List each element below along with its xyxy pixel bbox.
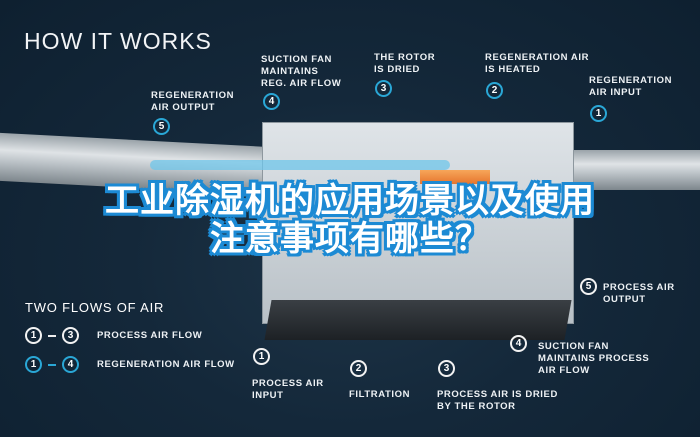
legend: TWO FLOWS OF AIR 1 3 PROCESS AIR FLOW 1 … — [25, 300, 235, 373]
badge-2-top: 2 — [486, 82, 503, 99]
badge-3-bottom: 3 — [438, 360, 455, 377]
badge-5-top: 5 — [153, 118, 170, 135]
callout-text-rotor-dried: THE ROTOR IS DRIED — [374, 52, 436, 75]
dehumidifier-unit — [262, 122, 574, 324]
badge-2-bottom: 2 — [350, 360, 367, 377]
overlay-title: 工业除湿机的应用场景以及使用注意事项有哪些？ — [105, 182, 595, 258]
airflow-stream — [150, 160, 450, 170]
badge-4-bottom: 4 — [510, 335, 527, 352]
callout-text-reg-input: REGENERATION AIR INPUT — [589, 75, 673, 98]
legend-badge-from: 1 — [25, 356, 42, 373]
badge-5-bottom: 5 — [580, 278, 597, 295]
legend-dash — [48, 363, 56, 366]
legend-badge-from: 1 — [25, 327, 42, 344]
legend-label: PROCESS AIR FLOW — [97, 329, 203, 341]
legend-dash — [48, 334, 56, 337]
callout-text-reg-output: REGENERATION AIR OUTPUT — [151, 90, 235, 113]
callout-text-process-input: PROCESS AIR INPUT — [252, 378, 324, 401]
badge-1-top: 1 — [590, 105, 607, 122]
badge-3-top: 3 — [375, 80, 392, 97]
callout-text-reg-heated: REGENERATION AIR IS HEATED — [485, 52, 590, 75]
callout-text-filtration: FILTRATION — [349, 389, 411, 400]
badge-4-top: 4 — [263, 93, 280, 110]
callout-text-suction-reg: SUCTION FAN MAINTAINS REG. AIR FLOW — [261, 54, 342, 89]
legend-row-regeneration: 1 4 REGENERATION AIR FLOW — [25, 356, 235, 373]
callout-text-process-output: PROCESS AIR OUTPUT — [603, 282, 675, 305]
callout-text-process-dried: PROCESS AIR IS DRIED BY THE ROTOR — [437, 389, 558, 412]
callout-text-suction-process: SUCTION FAN MAINTAINS PROCESS AIR FLOW — [538, 341, 650, 376]
unit-base — [264, 300, 572, 340]
heater-element — [420, 170, 490, 184]
badge-1-bottom: 1 — [253, 348, 270, 365]
legend-badge-to: 3 — [62, 327, 79, 344]
duct-right — [560, 150, 700, 190]
legend-badge-to: 4 — [62, 356, 79, 373]
legend-label: REGENERATION AIR FLOW — [97, 358, 235, 370]
page-title: HOW IT WORKS — [24, 28, 212, 54]
legend-row-process: 1 3 PROCESS AIR FLOW — [25, 327, 235, 344]
legend-title: TWO FLOWS OF AIR — [25, 300, 165, 315]
